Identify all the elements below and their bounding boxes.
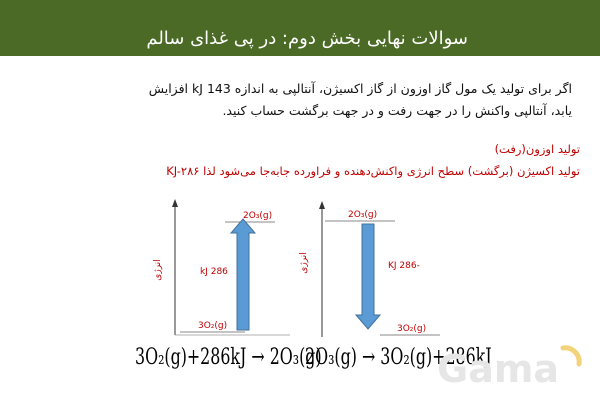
watermark-text: Gama (437, 347, 559, 391)
level-label-bottom-left: 3O₂(g) (198, 321, 227, 331)
axis-arrowhead-right (319, 201, 325, 209)
level-label-top-left: 2O₃(g) (243, 211, 272, 221)
arrow-down-right (354, 223, 382, 330)
header-bar: سوالات نهایی بخش دوم: در پی غذای سالم (0, 0, 600, 56)
energy-axis-label-right: انرژی (299, 252, 309, 273)
equation-forward: 3O₂(g)+286kJ → 2O₃(g) (135, 345, 322, 370)
level-label-bottom-right: 3O₂(g) (397, 324, 426, 334)
energy-axis-label-left: انرژی (153, 259, 163, 280)
equation-reverse: 2O₃(g) → 3O₂(g)+286kJ (305, 345, 492, 370)
energy-diagram-right: انرژی 2O₃(g) 3O₂(g) KJ 286- (299, 201, 440, 337)
arrow-label-right: KJ 286- (388, 261, 420, 271)
gama-watermark-logo: Gama (437, 345, 582, 391)
level-label-top-right: 2O₃(g) (348, 210, 377, 220)
equations-row: 3O₂(g)+286kJ → 2O₃(g) 2O₃(g) → 3O₂(g)+28… (0, 345, 600, 385)
note-reverse: تولید اکسیژن (برگشت) سطح انرژی واکنش‌دهن… (166, 164, 580, 178)
energy-diagram-left: انرژی 2O₃(g) 3O₂(g) kJ 286 (153, 199, 290, 336)
note-forward: تولید اوزون(رفت) (494, 142, 580, 156)
arrow-label-left: kJ 286 (200, 267, 228, 277)
page-title: سوالات نهایی بخش دوم: در پی غذای سالم (146, 28, 468, 49)
arrow-up-left (229, 218, 257, 331)
energy-diagrams: انرژی 2O₃(g) 3O₂(g) kJ 286 انرژی 2O₃(g) … (153, 199, 440, 337)
question-text: اگر برای تولید یک مول گاز اوزون از گاز ا… (148, 81, 572, 118)
axis-arrowhead-left (172, 199, 178, 207)
